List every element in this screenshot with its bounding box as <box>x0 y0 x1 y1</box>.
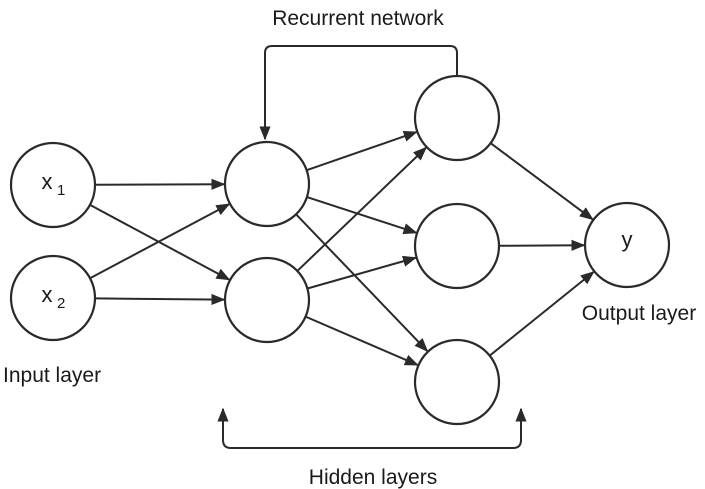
node-circle-h1a <box>223 140 311 228</box>
hidden-layers-bracket <box>217 407 527 449</box>
node-circle-x2 <box>9 254 97 342</box>
node-h2a <box>413 74 501 162</box>
node-h2b <box>413 202 501 290</box>
node-label-x2: x <box>42 282 53 307</box>
edge-h2a-to-y <box>490 142 594 221</box>
output-layer-label: Output layer <box>582 302 696 325</box>
edges <box>89 130 595 366</box>
edge-h1a-to-h2c <box>295 213 429 352</box>
node-h2c <box>413 338 501 426</box>
edge-h1a-to-h2b <box>306 196 418 235</box>
input-layer-label: Input layer <box>3 364 101 387</box>
node-subscript-x2: 2 <box>57 295 65 312</box>
node-label-y: y <box>622 227 633 252</box>
recurrent-connection <box>259 45 458 141</box>
edge-x2-to-h1a <box>89 203 231 280</box>
node-subscript-x1: 1 <box>57 182 65 199</box>
edge-h2c-to-y <box>489 271 595 357</box>
node-circle-h2c <box>413 338 501 426</box>
hidden-layers-label: Hidden layers <box>309 466 437 489</box>
edge-x1-to-h1a <box>94 178 226 190</box>
edge-h1a-to-h2a <box>306 130 418 172</box>
edge-h1b-to-h2b <box>307 255 417 290</box>
node-circle-h2b <box>413 202 501 290</box>
edge-x2-to-h1b <box>94 293 226 306</box>
node-circle-x1 <box>9 141 97 229</box>
node-h1b <box>223 256 311 344</box>
node-label-x1: x <box>42 169 53 194</box>
node-circle-h1b <box>223 256 311 344</box>
node-y: y <box>583 201 671 289</box>
node-circle-y <box>583 201 671 289</box>
edge-h2b-to-y <box>498 239 586 251</box>
edge-h1b-to-h2a <box>296 146 427 272</box>
node-h1a <box>223 140 311 228</box>
node-circle-h2a <box>413 74 501 162</box>
recurrent-network-title: Recurrent network <box>272 7 444 30</box>
edge-h1b-to-h2c <box>305 315 419 366</box>
